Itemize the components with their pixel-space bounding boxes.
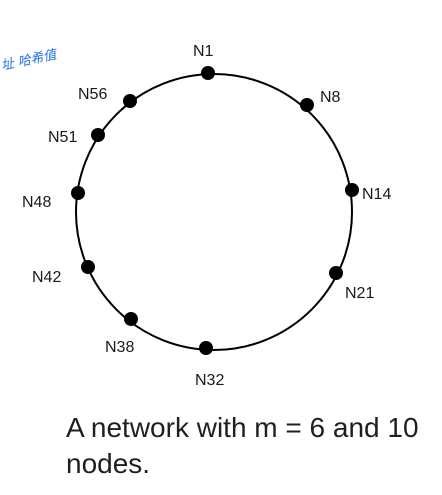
- ring-circle: [75, 73, 353, 351]
- node-label-n56: N56: [78, 86, 107, 103]
- node-dot-n38: [124, 312, 138, 326]
- node-label-n21: N21: [345, 285, 374, 302]
- node-dot-n8: [300, 98, 314, 112]
- node-label-n42: N42: [32, 269, 61, 286]
- caption: A network with m = 6 and 10 nodes.: [66, 412, 419, 479]
- node-label-n51: N51: [48, 129, 77, 146]
- node-label-n48: N48: [22, 194, 51, 211]
- node-dot-n56: [123, 94, 137, 108]
- node-dot-n42: [81, 260, 95, 274]
- node-label-n1: N1: [193, 43, 214, 60]
- node-dot-n14: [345, 183, 359, 197]
- handwritten-annotation: 址 哈希值: [0, 47, 60, 74]
- node-dot-n21: [329, 266, 343, 280]
- node-label-n38: N38: [105, 339, 134, 356]
- node-label-n8: N8: [320, 89, 341, 106]
- node-label-n32: N32: [195, 372, 224, 389]
- node-dot-n1: [201, 66, 215, 80]
- node-dot-n32: [199, 341, 213, 355]
- node-label-n14: N14: [362, 186, 391, 203]
- node-dot-n48: [71, 186, 85, 200]
- node-dot-n51: [91, 128, 105, 142]
